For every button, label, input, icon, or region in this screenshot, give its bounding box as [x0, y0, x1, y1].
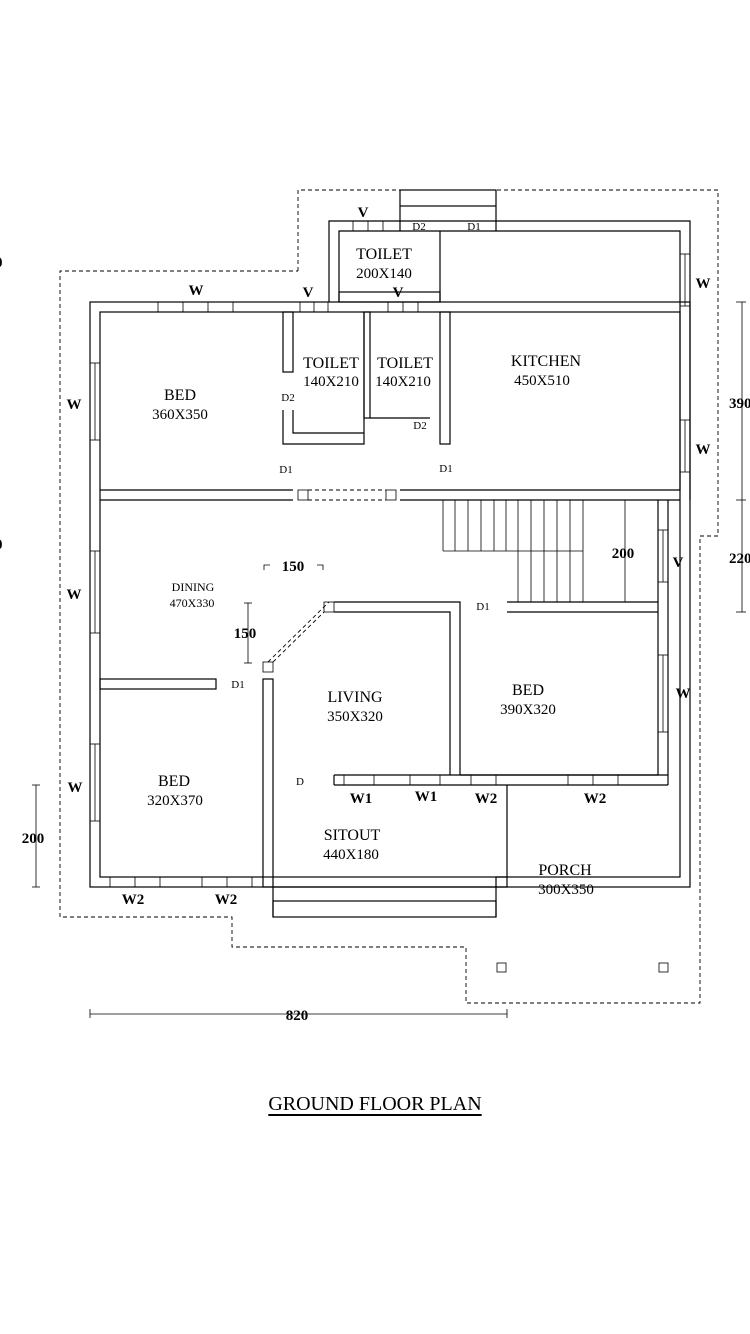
window-label-v-toilet-b: V — [393, 285, 404, 301]
bed-sw-name: BED — [158, 773, 190, 790]
kitchen-name: KITCHEN — [511, 353, 582, 370]
door-label-d1-bed: D1 — [279, 464, 292, 476]
porch-column — [496, 962, 507, 973]
window-label-w1-b: W1 — [415, 789, 438, 805]
bed-e-name: BED — [512, 682, 544, 699]
window-label-w2-d: W2 — [215, 892, 238, 908]
door-label-d1-bed-e: D1 — [476, 601, 489, 613]
window-label-w2-b: W2 — [584, 791, 607, 807]
toilet-b-name: TOILET — [377, 355, 433, 372]
door-label-d-living: D — [296, 776, 304, 788]
window-label-w-bed-e: W — [676, 686, 691, 702]
window-label-w-bed-top: W — [189, 283, 204, 299]
dimension-200-left: 200 — [22, 831, 45, 847]
kitchen-size: 450X510 — [514, 373, 570, 389]
toilet-top-name: TOILET — [356, 246, 412, 263]
sitout-size: 440X180 — [323, 847, 379, 863]
door-label-d2-left: D2 — [281, 392, 294, 404]
window-label-w-dining-left: W — [67, 587, 82, 603]
plan-title-text: GROUND FLOOR PLAN — [268, 1093, 482, 1115]
dimension-220-right: 220 — [729, 551, 750, 567]
bed-nw-size: 360X350 — [152, 407, 208, 423]
plan-title: GROUND FLOOR PLAN — [0, 1093, 750, 1116]
window-label-w-bed-sw-left: W — [68, 780, 83, 796]
dining-name: DINING — [172, 580, 215, 594]
bed-sw-size: 320X370 — [147, 793, 203, 809]
window-openings — [89, 220, 691, 888]
dimension-150-vertical: 150 — [234, 626, 257, 642]
window-label-v-stair: V — [673, 555, 684, 571]
dimension-lines — [32, 301, 746, 1018]
bed-nw-name: BED — [164, 387, 196, 404]
window-label-w-kitchen-bottom: W — [696, 442, 711, 458]
dining-size: 470X330 — [170, 596, 215, 610]
living-name: LIVING — [327, 689, 383, 706]
door-label-d2-mid: D2 — [413, 420, 426, 432]
sitout-name: SITOUT — [324, 827, 381, 844]
window-label-w-kitchen-top: W — [696, 276, 711, 292]
window-label-w2-c: W2 — [122, 892, 145, 908]
door-label-d1-top: D1 — [467, 221, 480, 233]
window-label-v-toilet-a: V — [303, 285, 314, 301]
interior-walls — [99, 231, 680, 918]
toilet-a-size: 140X210 — [303, 374, 359, 390]
door-label-d1-kitchen: D1 — [439, 463, 452, 475]
window-label-w1-a: W1 — [350, 791, 373, 807]
dimension-390-right: 390 — [729, 396, 750, 412]
porch-name: PORCH — [538, 862, 592, 879]
toilet-top-size: 200X140 — [356, 266, 412, 282]
toilet-a-name: TOILET — [303, 355, 359, 372]
window-label-w-bed-left: W — [67, 397, 82, 413]
window-label-v-top: V — [358, 205, 369, 221]
porch-column — [658, 962, 669, 973]
plinth-outline — [59, 189, 719, 1004]
dimension-left-edge-top: 0 — [0, 255, 3, 271]
dimension-820: 820 — [286, 1008, 309, 1024]
dimension-left-edge-mid: 0 — [0, 537, 3, 553]
porch-size: 300X350 — [538, 882, 594, 898]
dimension-150-horizontal: 150 — [282, 559, 305, 575]
toilet-b-size: 140X210 — [375, 374, 431, 390]
living-size: 350X320 — [327, 709, 383, 725]
bed-e-size: 390X320 — [500, 702, 556, 718]
dimension-200-stair: 200 — [612, 546, 635, 562]
window-label-w2-a: W2 — [475, 791, 498, 807]
staircase — [442, 500, 626, 602]
door-label-d1-bed-sw: D1 — [231, 679, 244, 691]
door-label-d2-top: D2 — [412, 221, 425, 233]
